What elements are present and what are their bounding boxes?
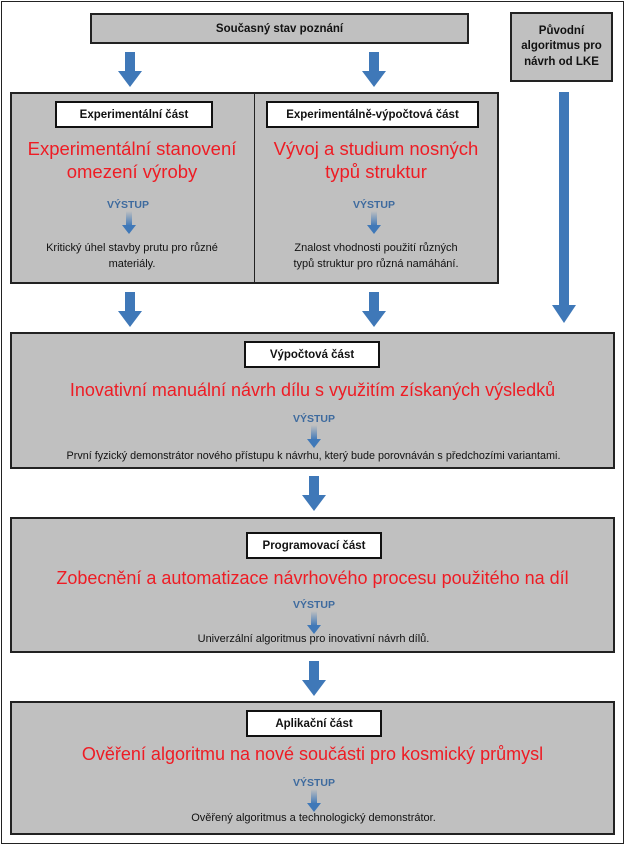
output-arrow-icon: [307, 789, 321, 812]
current-state-title: Současný stav poznání: [215, 22, 344, 35]
row1-divider: [254, 94, 255, 282]
current-state-box: Současný stav poznání: [90, 13, 469, 44]
arrow-down-icon: [118, 292, 142, 327]
output-arrow-icon: [307, 425, 321, 448]
application-output-label: VÝSTUP: [292, 777, 335, 789]
application-label: Aplikační část: [246, 710, 382, 737]
output-arrow-icon: [307, 611, 321, 634]
output-arrow-icon: [367, 211, 381, 234]
exp-computational-output: Znalost vhodnosti použití různých typů s…: [293, 242, 459, 270]
computational-headline: Inovativní manuální návrh dílu s využití…: [69, 380, 556, 400]
original-algorithm-box: Původní algoritmus pro návrh od LKE: [510, 12, 613, 82]
programming-output-label: VÝSTUP: [292, 599, 335, 611]
application-headline: Ověření algoritmu na nové součásti pro k…: [81, 744, 544, 764]
computational-output-label: VÝSTUP: [292, 413, 335, 425]
experimental-output-label: VÝSTUP: [106, 199, 149, 211]
experimental-output: Kritický úhel stavby prutu pro různé mat…: [46, 242, 218, 270]
programming-label: Programovací část: [246, 532, 382, 559]
arrow-down-icon: [362, 292, 386, 327]
computational-output: První fyzický demonstrátor nového přístu…: [66, 450, 561, 462]
exp-computational-label: Experimentálně-výpočtová část: [266, 101, 479, 128]
original-algorithm-title: Původní algoritmus pro návrh od LKE: [521, 24, 602, 68]
programming-headline: Zobecnění a automatizace návrhového proc…: [56, 568, 569, 588]
arrow-down-icon: [302, 476, 326, 511]
arrow-down-icon: [118, 52, 142, 87]
arrow-down-icon: [302, 661, 326, 696]
output-arrow-icon: [122, 211, 136, 234]
application-output: Ověřený algoritmus a technologický demon…: [191, 812, 436, 824]
exp-computational-headline: Vývoj a studium nosných typů struktur: [273, 138, 479, 183]
programming-output: Univerzální algoritmus pro inovativní ná…: [197, 633, 430, 645]
experimental-label: Experimentální část: [55, 101, 213, 128]
arrow-down-icon: [552, 92, 576, 323]
exp-computational-output-label: VÝSTUP: [352, 199, 395, 211]
arrow-down-icon: [362, 52, 386, 87]
computational-label: Výpočtová část: [244, 341, 380, 368]
experimental-headline: Experimentální stanovení omezení výroby: [27, 138, 237, 183]
